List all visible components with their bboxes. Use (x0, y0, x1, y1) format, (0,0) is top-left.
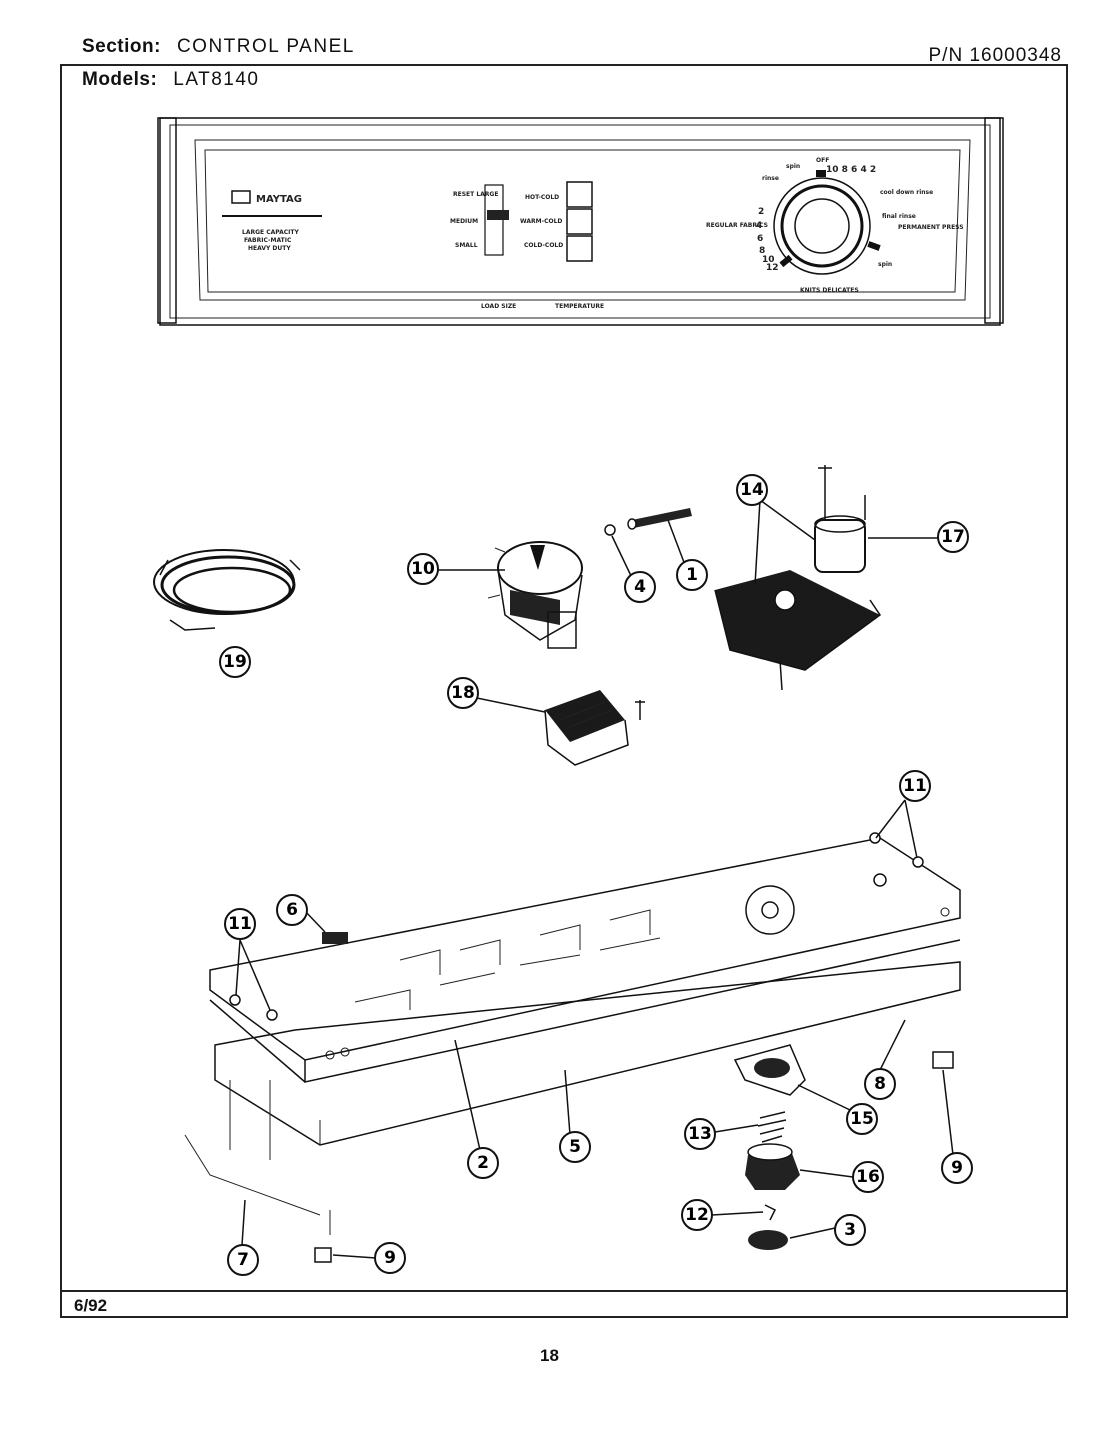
dial-word-final-rinse: final rinse (882, 213, 916, 220)
warm-cold-button[interactable] (566, 208, 593, 235)
dial-word-cool-down-rinse: cool down rinse (880, 189, 933, 196)
svg-text:5: 5 (569, 1137, 581, 1157)
svg-text:2: 2 (477, 1153, 489, 1173)
footer-divider (60, 1290, 1068, 1292)
svg-text:17: 17 (941, 527, 965, 547)
switch-and-valve-illustration (714, 465, 882, 691)
leader-lines (235, 499, 954, 1259)
section-label: Section: (82, 36, 161, 57)
callout-16: 16 (852, 1161, 884, 1193)
diagram-frame (60, 64, 1068, 1318)
svg-text:18: 18 (451, 683, 475, 703)
revision-date: 6/92 (74, 1296, 108, 1315)
callout-14: 14 (736, 474, 768, 506)
callout-6: 6 (276, 894, 308, 926)
capacity-line-3: HEAVY DUTY (248, 245, 291, 252)
regular-fabrics-label: REGULAR FABRICS (706, 222, 768, 229)
load-size-medium: MEDIUM (450, 218, 478, 225)
callout-11-right: 11 (899, 770, 931, 802)
svg-text:14: 14 (740, 480, 764, 500)
section-value: CONTROL PANEL (176, 36, 355, 57)
push-button-switch-illustration (544, 690, 645, 766)
svg-text:13: 13 (688, 1124, 712, 1144)
temp-cold-cold: COLD-COLD (524, 242, 563, 249)
callout-12: 12 (681, 1199, 713, 1231)
dial-word-off: OFF (816, 157, 829, 164)
permanent-press-label: PERMANENT PRESS (898, 224, 964, 231)
dial-word-spin-1: spin (786, 163, 800, 170)
dial-word-spin-2: spin (878, 261, 892, 268)
cold-cold-button[interactable] (566, 235, 593, 262)
callout-7: 7 (227, 1244, 259, 1276)
brand-name: MAYTAG (256, 194, 302, 205)
delicates-label: KNITS DELICATES (800, 287, 859, 294)
console-frame-illustration (184, 832, 961, 1263)
svg-text:11: 11 (903, 776, 927, 796)
svg-text:11: 11 (228, 914, 252, 934)
callout-1: 1 (676, 559, 708, 591)
svg-text:4: 4 (634, 577, 646, 597)
svg-text:19: 19 (223, 652, 247, 672)
callout-9-left: 9 (374, 1242, 406, 1274)
part-number: P/N 16000348 (928, 45, 1062, 66)
callout-11-left: 11 (224, 908, 256, 940)
cycle-dial-knob[interactable] (780, 184, 864, 268)
callout-3: 3 (834, 1214, 866, 1246)
models-label: Models: (82, 69, 158, 90)
cycle-dial-bezel (773, 177, 871, 275)
svg-text:7: 7 (237, 1250, 249, 1270)
svg-text:6: 6 (286, 900, 298, 920)
page-number: 18 (540, 1346, 559, 1365)
capacity-line-1: LARGE CAPACITY (242, 229, 299, 236)
spring-and-clip-illustration (604, 508, 692, 536)
temp-hot-cold: HOT-COLD (525, 194, 559, 201)
temp-warm-cold: WARM-COLD (520, 218, 562, 225)
load-size-large: RESET LARGE (453, 191, 498, 198)
load-size-small: SMALL (455, 242, 478, 249)
callout-4: 4 (624, 571, 656, 603)
timer-illustration (487, 541, 583, 649)
callout-5: 5 (559, 1131, 591, 1163)
models-heading: Models: LAT8140 (82, 69, 259, 91)
svg-text:2: 2 (758, 207, 764, 217)
capacity-line-2: FABRIC-MATIC (244, 237, 292, 244)
callout-10: 10 (407, 553, 439, 585)
svg-text:8: 8 (874, 1074, 886, 1094)
callout-15: 15 (846, 1103, 878, 1135)
svg-text:1: 1 (686, 565, 698, 585)
svg-text:8: 8 (759, 246, 765, 256)
callout-17: 17 (937, 521, 969, 553)
svg-text:15: 15 (850, 1109, 874, 1129)
hot-cold-button[interactable] (566, 181, 593, 208)
brand-logo-icon (231, 190, 251, 204)
callout-8: 8 (864, 1068, 896, 1100)
svg-text:12: 12 (766, 263, 779, 273)
dial-numbers-top: 10 8 6 4 2 (826, 165, 876, 175)
models-value: LAT8140 (173, 69, 260, 90)
svg-text:9: 9 (384, 1248, 396, 1268)
svg-text:10: 10 (762, 255, 775, 265)
callout-2: 2 (467, 1147, 499, 1179)
svg-text:4: 4 (756, 221, 762, 231)
callout-19: 19 (219, 646, 251, 678)
callout-18: 18 (447, 677, 479, 709)
dial-word-rinse: rinse (762, 175, 779, 182)
callout-9-right: 9 (941, 1152, 973, 1184)
load-size-slider-knob[interactable] (487, 210, 509, 220)
section-heading: Section: CONTROL PANEL (82, 36, 355, 58)
load-size-label: LOAD SIZE (481, 303, 516, 310)
temperature-label: TEMPERATURE (555, 303, 604, 310)
svg-text:10: 10 (411, 559, 435, 579)
knob-assembly-illustration (733, 1044, 806, 1250)
dial-numbers-left: 2 4 6 8 10 12 (756, 207, 779, 273)
wire-harness-illustration (153, 549, 301, 631)
svg-text:6: 6 (757, 234, 763, 244)
control-panel-illustration: MAYTAG LARGE CAPACITY FABRIC-MATIC HEAVY… (157, 117, 1004, 326)
callout-13: 13 (684, 1118, 716, 1150)
svg-text:3: 3 (844, 1220, 856, 1240)
svg-text:16: 16 (856, 1167, 880, 1187)
svg-text:12: 12 (685, 1205, 709, 1225)
svg-text:9: 9 (951, 1158, 963, 1178)
